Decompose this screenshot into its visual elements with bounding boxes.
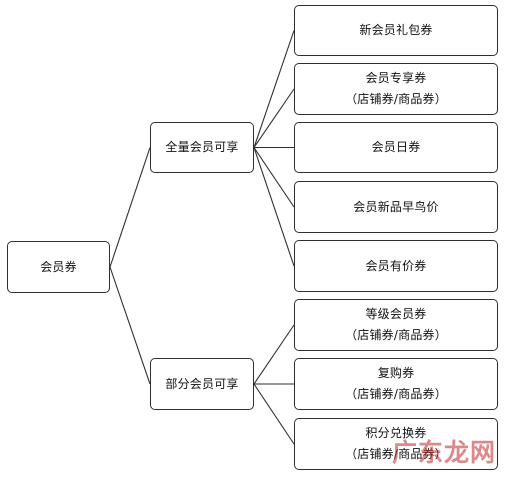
leaf-node-repurchase: 复购券 （店铺券/商品券） bbox=[294, 358, 498, 410]
leaf-node-tier-member: 等级会员券 （店铺券/商品券） bbox=[294, 299, 498, 351]
connector-branch-to-leaf bbox=[253, 324, 295, 385]
connector-branch-to-leaf bbox=[253, 30, 295, 148]
leaf-node-early-bird: 会员新品早鸟价 bbox=[294, 181, 498, 233]
connector-branch-to-leaf bbox=[253, 147, 295, 267]
leaf-node-member-day: 会员日券 bbox=[294, 122, 498, 173]
leaf-label: 积分兑换券 bbox=[365, 426, 427, 440]
leaf-node-new-member-gift: 新会员礼包券 bbox=[294, 5, 498, 56]
leaf-node-points-exchange: 积分兑换券 （店铺券/商品券） bbox=[294, 418, 498, 470]
branch-label: 部分会员可享 bbox=[165, 376, 239, 391]
leaf-label: 会员有价券 bbox=[365, 258, 427, 273]
root-label: 会员券 bbox=[40, 259, 77, 274]
branch-label: 全量会员可享 bbox=[165, 140, 239, 154]
leaf-label: 会员日券 bbox=[371, 140, 421, 154]
leaf-sublabel: （店铺券/商品券） bbox=[345, 92, 447, 106]
leaf-label: 等级会员券 bbox=[365, 307, 427, 321]
leaf-sublabel: （店铺券/商品券） bbox=[345, 447, 447, 461]
connector-branch-to-leaf bbox=[253, 88, 295, 148]
leaf-label: 会员专享券 bbox=[365, 71, 427, 85]
leaf-label: 新会员礼包券 bbox=[359, 23, 433, 37]
branch-node-all-members: 全量会员可享 bbox=[150, 122, 254, 173]
connector-branch-to-leaf bbox=[253, 383, 295, 445]
leaf-label: 复购券 bbox=[377, 366, 415, 380]
leaf-node-paid-coupon: 会员有价券 bbox=[294, 240, 498, 292]
leaf-sublabel: （店铺券/商品券） bbox=[345, 328, 447, 342]
root-node: 会员券 bbox=[7, 241, 110, 293]
leaf-sublabel: （店铺券/商品券） bbox=[345, 387, 447, 401]
connector-root-to-branch bbox=[109, 147, 151, 268]
leaf-node-member-exclusive: 会员专享券 （店铺券/商品券） bbox=[294, 63, 498, 115]
leaf-label: 会员新品早鸟价 bbox=[353, 199, 439, 214]
branch-node-some-members: 部分会员可享 bbox=[150, 358, 254, 410]
connector-root-to-branch bbox=[109, 266, 151, 385]
connector-branch-to-leaf bbox=[253, 147, 295, 208]
